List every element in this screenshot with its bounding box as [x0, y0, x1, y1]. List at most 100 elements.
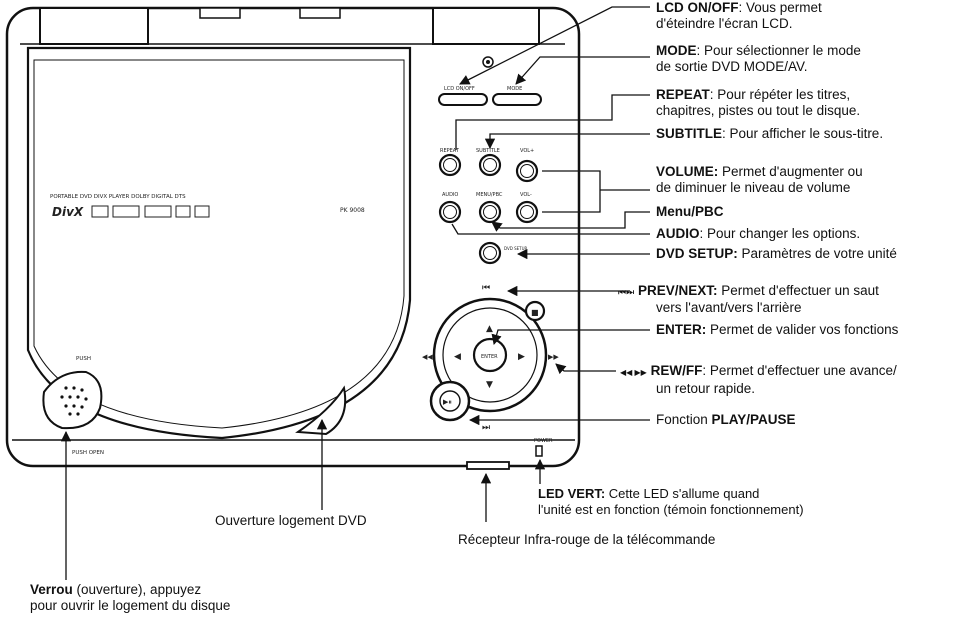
power-label: POWER	[534, 438, 553, 444]
callout-repeat-term: REPEAT	[656, 87, 710, 102]
callout-lcd-term: LCD ON/OFF	[656, 0, 739, 15]
audio-label: AUDIO	[442, 192, 458, 198]
callout-ir-text: Récepteur Infra-rouge de la télécommande	[458, 532, 716, 547]
enter-button[interactable]	[472, 337, 508, 373]
callout-rewff-text: : Permet d'effectuer une avance/	[702, 363, 897, 378]
leader-lines	[60, 6, 650, 580]
callout-lcd-line2: d'éteindre l'écran LCD.	[656, 16, 793, 31]
callout-prevnext-term: PREV/NEXT:	[637, 283, 718, 298]
callout-led: LED VERT: Cette LED s'allume quand l'uni…	[538, 486, 804, 518]
stop-button[interactable]	[524, 300, 546, 322]
callout-subtitle-term: SUBTITLE	[656, 126, 722, 141]
callout-lcd-text: : Vous permet	[738, 0, 822, 15]
callout-rewff-term: REW/FF	[650, 363, 703, 378]
nav-down-icon[interactable]: ▼	[486, 380, 493, 390]
callout-lock: Verrou (ouverture), appuyez pour ouvrir …	[30, 582, 230, 614]
vol-down-button[interactable]	[515, 200, 539, 224]
callout-audio: AUDIO: Pour changer les options.	[656, 226, 860, 242]
callout-audio-term: AUDIO	[656, 226, 700, 241]
callout-lock-term: Verrou	[30, 582, 73, 597]
dvd-setup-button[interactable]	[478, 241, 502, 265]
rewff-icon: ◀◀ ▶▶	[620, 368, 647, 377]
callout-volume: VOLUME: Permet d'augmenter ou de diminue…	[656, 164, 863, 196]
callout-volume-term: VOLUME:	[656, 164, 719, 179]
callout-enter-term: ENTER:	[656, 322, 707, 337]
callout-enter-text: Permet de valider vos fonctions	[706, 322, 899, 337]
callout-ir: Récepteur Infra-rouge de la télécommande	[458, 532, 715, 548]
callout-audio-text: : Pour changer les options.	[699, 226, 861, 241]
callout-setup-text: Paramètres de votre unité	[737, 246, 897, 261]
menu-pbc-label: MENU/PBC	[476, 192, 503, 198]
callout-subtitle-text: : Pour afficher le sous-titre.	[722, 126, 884, 141]
prevnext-icon: ⏮⏭	[618, 287, 635, 297]
play-pause-button[interactable]	[429, 380, 471, 422]
callout-menu: Menu/PBC	[656, 204, 724, 220]
callout-mode-term: MODE	[656, 43, 697, 58]
disc-lid: PORTABLE DVD DIVX PLAYER DOLBY DIGITAL D…	[26, 46, 412, 440]
callout-led-line2: l'unité est en fonction (témoin fonction…	[538, 502, 804, 517]
callout-rewff: ◀◀ ▶▶ REW/FF: Permet d'effectuer une ava…	[620, 363, 897, 397]
ir-receiver	[466, 461, 510, 470]
audio-button[interactable]	[438, 200, 462, 224]
repeat-label: REPEAT	[440, 148, 460, 154]
top-indicator	[482, 56, 494, 68]
callout-slot: Ouverture logement DVD	[215, 513, 367, 529]
next-icon[interactable]: ⏭	[482, 423, 490, 433]
nav-up-icon[interactable]: ▲	[486, 324, 493, 334]
callout-setup-term: DVD SETUP:	[656, 246, 738, 261]
callout-volume-line2: de diminuer le niveau de volume	[656, 180, 851, 195]
callout-play-pre: Fonction	[656, 412, 712, 427]
ff-icon[interactable]: ▶▶	[548, 353, 559, 361]
format-logos	[91, 205, 210, 218]
callout-play: Fonction PLAY/PAUSE	[656, 412, 796, 428]
subtitle-button[interactable]	[478, 153, 502, 177]
callout-enter: ENTER: Permet de valider vos fonctions	[656, 322, 898, 338]
callout-repeat: REPEAT: Pour répéter les titres, chapitr…	[656, 87, 860, 119]
menu-pbc-button[interactable]	[478, 200, 502, 224]
callout-prevnext-line2: vers l'avant/vers l'arrière	[656, 300, 802, 315]
callout-prevnext-text: Permet d'effectuer un saut	[717, 283, 879, 298]
callout-volume-text: Permet d'augmenter ou	[718, 164, 863, 179]
mode-label: MODE	[507, 86, 522, 92]
callout-menu-term: Menu/PBC	[656, 204, 724, 219]
enter-label: ENTER	[481, 354, 498, 360]
lcd-onoff-button[interactable]	[438, 93, 488, 106]
callout-play-term: PLAY/PAUSE	[711, 412, 796, 427]
callout-prevnext: ⏮⏭ PREV/NEXT: Permet d'effectuer un saut…	[618, 283, 879, 316]
callout-setup: DVD SETUP: Paramètres de votre unité	[656, 246, 897, 262]
nav-right-icon[interactable]: ▶	[518, 352, 525, 362]
lcd-onoff-label: LCD ON/OFF	[444, 86, 475, 92]
vol-up-button[interactable]	[515, 159, 539, 183]
callout-repeat-text: : Pour répéter les titres,	[709, 87, 851, 102]
callout-led-text: Cette LED s'allume quand	[605, 486, 760, 501]
mode-button[interactable]	[492, 93, 542, 106]
callout-repeat-line2: chapitres, pistes ou tout le disque.	[656, 103, 861, 118]
callout-lcd: LCD ON/OFF: Vous permet d'éteindre l'écr…	[656, 0, 822, 32]
prev-icon[interactable]: ⏮	[482, 283, 490, 293]
nav-left-icon[interactable]: ◀	[454, 352, 461, 362]
callout-mode-line2: de sortie DVD MODE/AV.	[656, 59, 808, 74]
dvd-setup-label: DVD SETUP	[504, 246, 528, 251]
rew-icon[interactable]: ◀◀	[422, 353, 433, 361]
callout-mode: MODE: Pour sélectionner le mode de sorti…	[656, 43, 861, 75]
vol-down-label: VOL-	[520, 192, 532, 198]
push-lock[interactable]	[42, 370, 103, 430]
callout-rewff-line2: un retour rapide.	[656, 381, 756, 396]
push-open-label: PUSH OPEN	[72, 450, 104, 456]
stop-icon: ■	[531, 308, 539, 317]
divx-logo: DivX	[52, 205, 84, 219]
subtitle-label: SUBTITLE	[476, 148, 500, 154]
repeat-button[interactable]	[438, 153, 462, 177]
callout-lock-line2: pour ouvrir le logement du disque	[30, 598, 231, 613]
callout-slot-text: Ouverture logement DVD	[215, 513, 367, 528]
callout-subtitle: SUBTITLE: Pour afficher le sous-titre.	[656, 126, 883, 142]
callout-led-term: LED VERT:	[538, 486, 606, 501]
push-label: PUSH	[76, 356, 91, 362]
disc-slot	[295, 385, 347, 436]
power-led	[535, 445, 543, 457]
player-subtitle-strip: PORTABLE DVD DIVX PLAYER DOLBY DIGITAL D…	[50, 194, 186, 200]
model-label: PK 9008	[340, 207, 365, 214]
vol-up-label: VOL+	[520, 148, 534, 154]
play-pause-icon: ▶⏸	[443, 398, 452, 406]
